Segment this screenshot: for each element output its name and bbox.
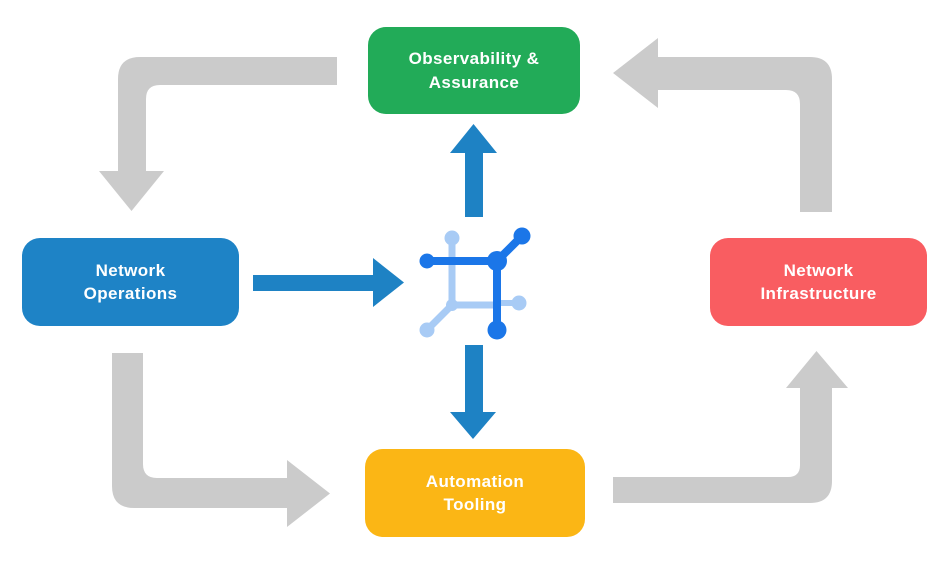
node-label-line: Tooling [443, 495, 507, 514]
node-label-line: Assurance [428, 72, 520, 92]
node-network-operations: Network Operations [22, 238, 239, 326]
arrow-automation-to-infrastructure [613, 351, 848, 503]
arrow-icon-to-observability [450, 124, 497, 217]
node-label-line: Network [95, 260, 166, 280]
node-label-line: Observability & [408, 49, 540, 69]
node-network-infrastructure: Network Infrastructure [710, 238, 927, 326]
node-label-line: Operations [83, 284, 178, 303]
arrow-observability-to-operations [99, 57, 337, 211]
arrow-operations-to-icon [253, 258, 404, 307]
node-label-line: Network [783, 260, 854, 280]
node-label-line: Automation [425, 471, 525, 491]
network-node-icon [419, 227, 531, 340]
node-label-line: Infrastructure [760, 284, 877, 303]
node-automation-tooling: Automation Tooling [365, 449, 585, 537]
arrow-operations-to-automation [112, 353, 330, 527]
network-node-icon-dark-parts [419, 227, 531, 340]
node-observability-assurance: Observability & Assurance [368, 27, 580, 114]
arrow-infrastructure-to-observability [613, 38, 832, 212]
network-node-icon-light-parts [419, 230, 527, 338]
arrow-icon-to-automation [450, 345, 496, 439]
